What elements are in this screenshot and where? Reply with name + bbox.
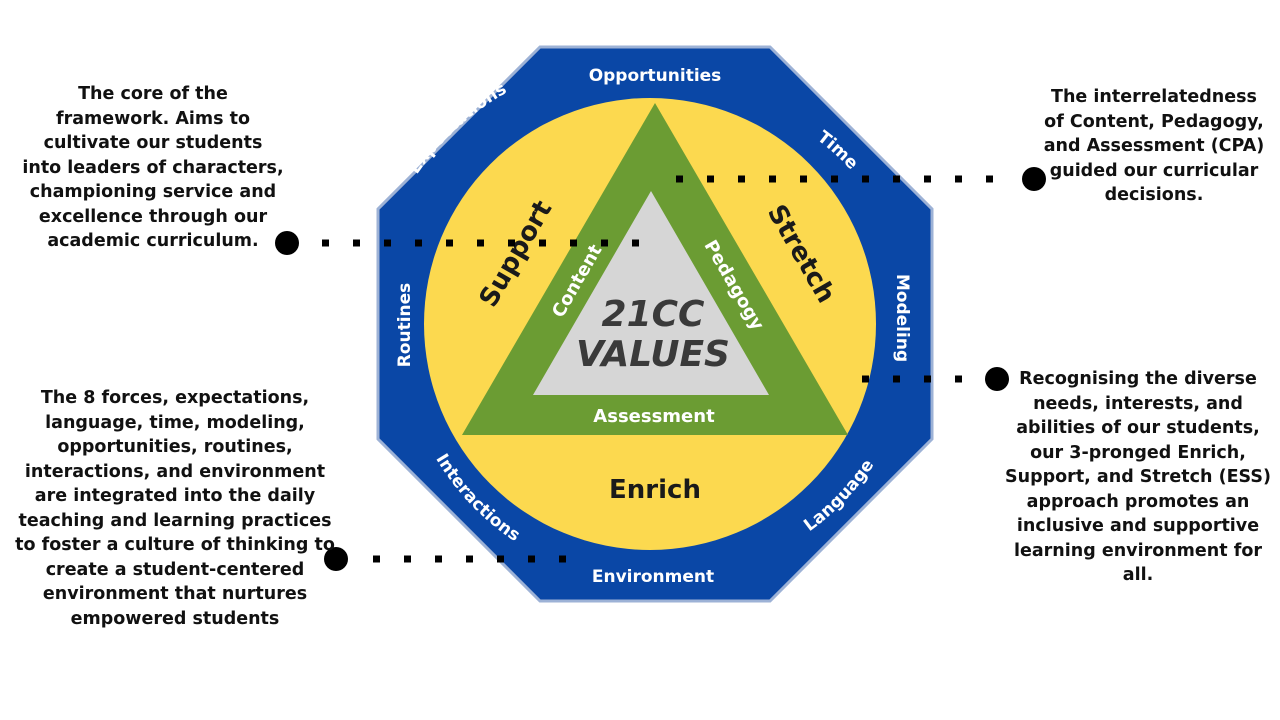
core-21cc: 21CC [602,294,706,335]
connector-bottom-left [324,547,570,571]
core-values: VALUES [576,334,730,375]
core-triangle [533,191,769,395]
note-forces: The 8 forces, expectations, language, ti… [14,386,336,631]
connector-dot-bottom-left [324,547,348,571]
connector-bottom-right [862,367,1009,391]
force-opportunities: Opportunities [589,66,722,86]
ess-enrich: Enrich [609,475,701,505]
note-ess: Recognising the diverse needs, interests… [1004,367,1272,588]
note-cpa-text: The interrelatedness of Content, Pedagog… [1043,87,1265,205]
connector-top-right [676,167,1046,191]
force-modeling: Modeling [892,274,912,362]
connector-dot-top-left [275,231,299,255]
note-forces-text: The 8 forces, expectations, language, ti… [15,388,335,629]
note-core: The core of the framework. Aims to culti… [22,82,284,254]
connector-dot-bottom-right [985,367,1009,391]
force-environment: Environment [592,567,714,587]
note-cpa: The interrelatedness of Content, Pedagog… [1040,85,1268,208]
note-ess-text: Recognising the diverse needs, interests… [1005,369,1271,585]
cpa-assessment: Assessment [593,406,715,427]
force-routines: Routines [395,283,415,368]
connector-top-left [275,231,648,255]
connector-dot-top-right [1022,167,1046,191]
note-core-text: The core of the framework. Aims to culti… [22,84,284,251]
